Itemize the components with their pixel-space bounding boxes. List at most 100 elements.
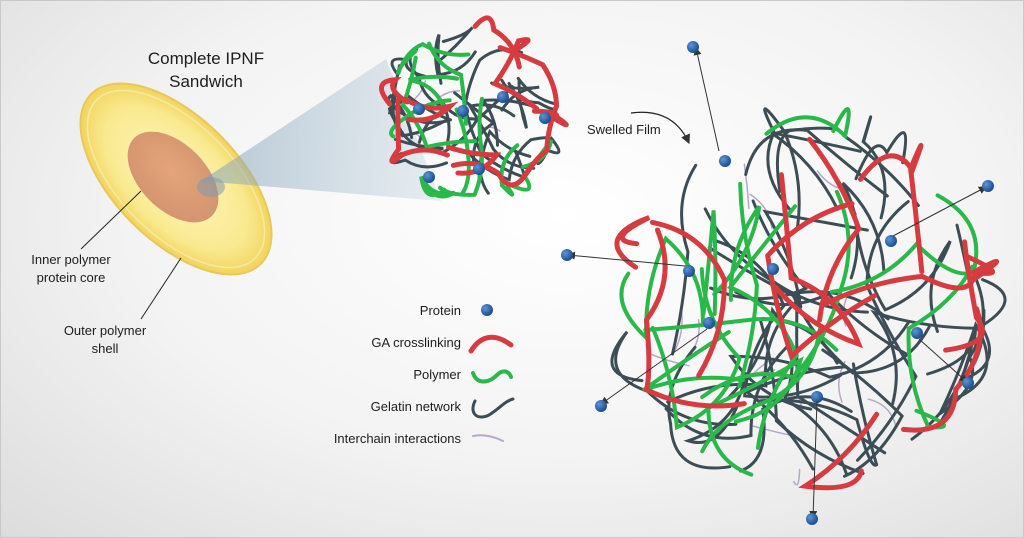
polymer-strand — [737, 181, 759, 389]
outer-shell-label-line-1: Outer polymer — [63, 323, 147, 338]
interchain-strand — [414, 80, 427, 100]
polymer-strand — [650, 267, 742, 431]
gelatin-strand — [671, 163, 698, 356]
protein-dot — [982, 180, 994, 192]
gray-strand-icon — [471, 397, 515, 419]
swelled-network — [610, 107, 1007, 491]
inner-core-label-line-2: protein core — [36, 270, 106, 285]
gelatin-strand — [463, 48, 524, 155]
gelatin-strand — [854, 131, 908, 181]
protein-dot — [911, 327, 923, 339]
interchain-strand — [842, 285, 854, 327]
protein-dot — [767, 263, 779, 275]
crosslink-strand — [379, 76, 410, 107]
crosslink-strand — [807, 136, 862, 323]
compact-network — [379, 15, 569, 199]
lilac-dash-icon — [472, 434, 504, 442]
crosslink-strand — [773, 172, 864, 349]
legend-label: Gelatin network — [370, 399, 461, 414]
gelatin-strand — [738, 395, 853, 473]
interchain-strand — [743, 163, 750, 210]
gelatin-strand — [709, 199, 809, 301]
outer-shell-leader-line — [140, 257, 182, 320]
swelled-film-label: Swelled Film — [587, 122, 661, 137]
protein-dot — [811, 391, 823, 403]
outer-shell-label: Outer polymer shell — [41, 322, 169, 358]
protein-dot — [703, 317, 715, 329]
protein-dot — [687, 41, 699, 53]
polymer-strand — [396, 41, 471, 75]
gelatin-strand — [861, 115, 887, 220]
legend-item-ga-crosslinking: GA crosslinking — [301, 331, 531, 363]
red-strand-icon — [468, 334, 514, 354]
crosslink-strand — [964, 254, 999, 282]
polymer-strand — [706, 356, 804, 477]
gelatin-strand — [728, 321, 910, 411]
polymer-strand — [400, 55, 478, 150]
gelatin-strand — [667, 345, 732, 470]
crosslink-strand — [491, 37, 540, 112]
legend: Protein GA crosslinking Polymer Gelatin … — [301, 299, 531, 459]
protein-dot — [806, 513, 818, 525]
gelatin-strand — [683, 372, 748, 444]
polymer-strand — [712, 205, 762, 302]
polymer-strand — [764, 107, 851, 140]
release-arrow — [809, 400, 818, 519]
protein-dot-icon — [481, 304, 493, 316]
crosslink-strand — [643, 227, 747, 409]
crosslink-strand — [389, 97, 450, 164]
legend-item-gelatin-network: Gelatin network — [301, 395, 531, 427]
protein-dot — [962, 377, 974, 389]
legend-label: Interchain interactions — [333, 431, 461, 446]
release-arrow — [693, 47, 720, 152]
inner-core-leader-line — [80, 190, 142, 250]
crosslink-strand — [798, 411, 880, 491]
protein-dot — [457, 105, 469, 117]
gelatin-strand — [870, 309, 977, 406]
polymer-strand — [829, 193, 979, 294]
interchain-strand — [867, 398, 897, 427]
crosslink-strand — [943, 239, 985, 353]
polymer-strand — [701, 210, 718, 316]
polymer-strand — [642, 330, 745, 393]
release-arrow — [600, 328, 708, 405]
gelatin-strand — [387, 107, 444, 151]
legend-item-protein: Protein — [301, 299, 531, 331]
gelatin-strand — [841, 181, 886, 280]
protein-dot — [473, 163, 485, 175]
legend-item-polymer: Polymer — [301, 363, 531, 395]
ipnf-sandwich-disc — [79, 82, 273, 276]
title-line-2: Sandwich — [169, 72, 243, 91]
polymer-strand — [700, 327, 822, 454]
gelatin-strand — [821, 348, 904, 478]
crosslink-strand — [858, 143, 925, 275]
crosslink-strand — [614, 215, 651, 270]
polymer-strand — [419, 175, 456, 199]
gelatin-strand — [467, 103, 536, 170]
green-strand-icon — [471, 369, 513, 384]
inner-polymer-core — [127, 131, 219, 223]
protein-dot — [683, 265, 695, 277]
crosslink-strand — [446, 144, 502, 176]
protein-dot — [423, 171, 435, 183]
gelatin-strand — [714, 239, 842, 399]
polymer-strand — [619, 235, 705, 343]
protein-dot — [719, 155, 731, 167]
release-arrow — [567, 251, 686, 267]
gelatin-strand — [770, 131, 862, 210]
protein-dot — [413, 103, 425, 115]
inner-core-label-line-1: Inner polymer — [31, 252, 111, 267]
legend-label: GA crosslinking — [371, 335, 461, 350]
crosslink-strand — [765, 201, 878, 361]
crosslink-strand — [821, 273, 977, 307]
protein-dot — [885, 235, 897, 247]
release-arrow — [892, 186, 987, 237]
gelatin-strand — [763, 107, 801, 232]
interchain-strand — [439, 89, 461, 98]
gelatin-strand — [536, 135, 561, 166]
polymer-strand — [454, 107, 471, 196]
legend-label: Polymer — [413, 367, 461, 382]
gelatin-strand — [408, 47, 452, 144]
